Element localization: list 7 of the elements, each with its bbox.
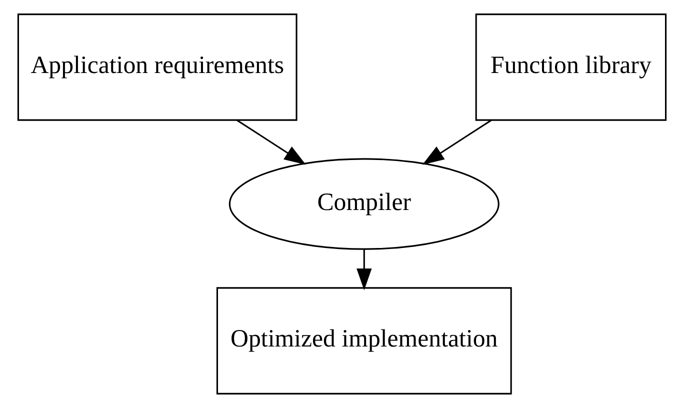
node-box: Function library bbox=[474, 14, 666, 121]
node-box: Optimized implementation bbox=[216, 287, 512, 394]
arrow bbox=[236, 119, 306, 165]
node-ellipse: Compiler bbox=[228, 158, 499, 250]
arrow bbox=[356, 249, 372, 290]
node-box: Application requirements bbox=[16, 14, 297, 121]
arrow bbox=[422, 119, 492, 165]
